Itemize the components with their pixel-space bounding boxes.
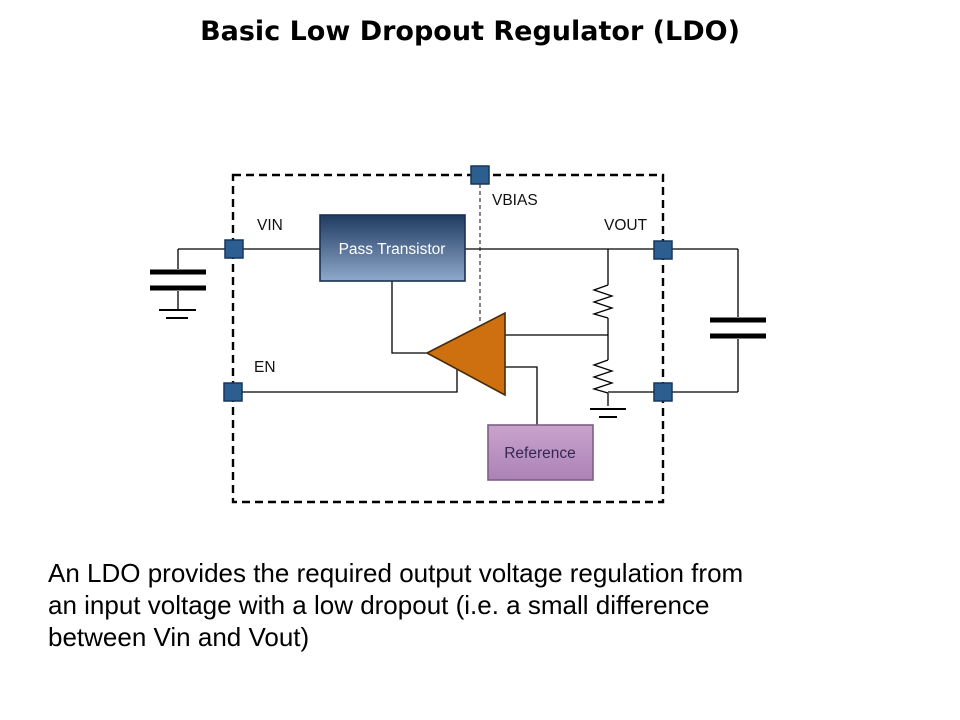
label-en: EN bbox=[254, 359, 276, 376]
opamp-triangle bbox=[425, 311, 506, 397]
wire-en bbox=[242, 369, 458, 393]
reference-label: Reference bbox=[504, 445, 576, 462]
pass-transistor-block bbox=[319, 214, 466, 282]
pin-en bbox=[223, 382, 243, 402]
pass-transistor-label: Pass Transistor bbox=[339, 241, 446, 258]
page-title: Basic Low Dropout Regulator (LDO) bbox=[200, 16, 740, 47]
label-vin: VIN bbox=[257, 217, 283, 234]
pin-vin bbox=[224, 239, 244, 259]
ic-boundary bbox=[231, 173, 665, 504]
pin-gnd bbox=[653, 382, 673, 402]
resistor-r2 bbox=[591, 359, 615, 394]
label-vbias: VBIAS bbox=[492, 192, 538, 209]
wire-reference bbox=[505, 366, 538, 425]
description-text: An LDO provides the required output volt… bbox=[48, 558, 744, 652]
label-vout: VOUT bbox=[604, 217, 648, 234]
pin-vbias bbox=[470, 165, 490, 185]
resistor-r1 bbox=[591, 284, 615, 319]
wire-pass-gate bbox=[391, 281, 429, 354]
reference-block bbox=[487, 424, 594, 481]
pin-vout bbox=[653, 240, 673, 260]
